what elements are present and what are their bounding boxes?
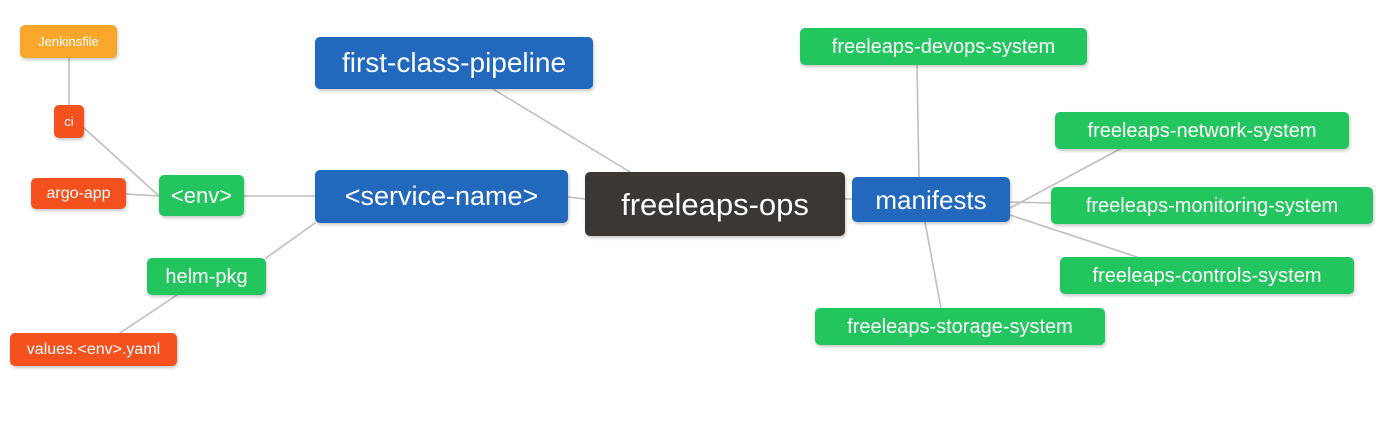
node-label-first-class-pipeline: first-class-pipeline	[341, 47, 567, 78]
node-label-freeleaps-monitoring-system: freeleaps-monitoring-system	[1085, 194, 1339, 217]
edge-first-class-pipeline-to-freeleaps-ops	[492, 88, 631, 173]
node-label-service-name: <service-name>	[344, 181, 539, 211]
node-label-values-env-yaml: values.<env>.yaml	[26, 340, 161, 358]
edge-manifests-to-freeleaps-monitoring-system	[1009, 201, 1052, 204]
edge-manifests-to-freeleaps-storage-system	[924, 221, 942, 309]
node-env[interactable]: <env>	[159, 175, 244, 216]
node-freeleaps-storage-system[interactable]: freeleaps-storage-system	[815, 308, 1105, 345]
node-freeleaps-monitoring-system[interactable]: freeleaps-monitoring-system	[1051, 187, 1373, 224]
node-jenkinsfile[interactable]: Jenkinsfile	[20, 25, 117, 58]
node-label-freeleaps-network-system: freeleaps-network-system	[1087, 119, 1317, 142]
node-label-freeleaps-devops-system: freeleaps-devops-system	[831, 35, 1056, 58]
edge-argo-app-to-env	[125, 193, 160, 197]
node-label-freeleaps-storage-system: freeleaps-storage-system	[847, 315, 1073, 338]
node-label-freeleaps-ops: freeleaps-ops	[621, 186, 809, 222]
node-label-argo-app: argo-app	[46, 184, 111, 202]
node-first-class-pipeline[interactable]: first-class-pipeline	[315, 37, 593, 89]
node-label-env: <env>	[170, 182, 233, 208]
node-label-jenkinsfile: Jenkinsfile	[38, 34, 99, 49]
node-freeleaps-controls-system[interactable]: freeleaps-controls-system	[1060, 257, 1354, 294]
node-helm-pkg[interactable]: helm-pkg	[147, 258, 266, 295]
node-freeleaps-devops-system[interactable]: freeleaps-devops-system	[800, 28, 1087, 65]
node-label-freeleaps-controls-system: freeleaps-controls-system	[1092, 264, 1322, 287]
edge-helm-pkg-to-values-env-yaml	[119, 294, 178, 334]
node-manifests[interactable]: manifests	[852, 177, 1010, 222]
edge-service-name-to-freeleaps-ops	[567, 196, 586, 200]
node-label-ci: ci	[64, 114, 74, 129]
node-argo-app[interactable]: argo-app	[31, 178, 126, 209]
edge-service-name-to-helm-pkg	[265, 222, 316, 259]
node-values-env-yaml[interactable]: values.<env>.yaml	[10, 333, 177, 366]
edge-manifests-to-freeleaps-devops-system	[916, 64, 920, 178]
node-ci[interactable]: ci	[54, 105, 84, 138]
node-label-manifests: manifests	[875, 184, 987, 215]
node-freeleaps-network-system[interactable]: freeleaps-network-system	[1055, 112, 1349, 149]
node-label-helm-pkg: helm-pkg	[165, 265, 248, 288]
node-service-name[interactable]: <service-name>	[315, 170, 568, 223]
node-freeleaps-ops[interactable]: freeleaps-ops	[585, 172, 845, 236]
